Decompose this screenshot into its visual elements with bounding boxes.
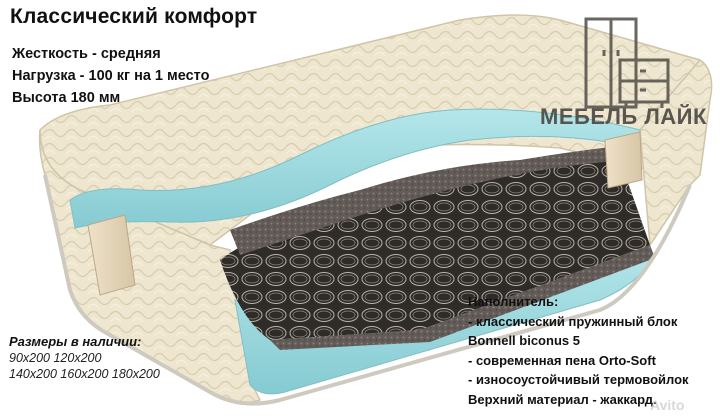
sizes-row: 90x200 120x200	[9, 351, 102, 365]
sizes-row: 140x200 160x200 180x200	[9, 367, 160, 381]
filler-line: - современная пена Orto-Soft	[468, 352, 656, 368]
avito-watermark: Avito	[650, 397, 685, 413]
filler-line: - износоустойчивый термовойлок	[468, 372, 689, 387]
spring-block	[220, 160, 650, 340]
filler-line: Bonnell biconus 5	[468, 333, 580, 348]
sizes-available: Размеры в наличии: 90x200 120x200 140x20…	[9, 333, 160, 382]
brand-logo-furniture-icon	[584, 17, 670, 109]
piping-edge	[43, 174, 692, 406]
spec-load: Нагрузка - 100 кг на 1 место	[12, 68, 210, 84]
spec-height: Высота 180 мм	[12, 90, 121, 106]
side-support-block-right	[604, 131, 643, 189]
sizes-heading: Размеры в наличии:	[9, 334, 142, 349]
spec-list: Жесткость - средняя Нагрузка - 100 кг на…	[12, 43, 209, 109]
side-support-block-left	[87, 214, 136, 296]
bottom-felt-layer	[270, 245, 655, 350]
spec-firmness: Жесткость - средняя	[12, 46, 161, 62]
upper-felt-layer	[230, 145, 630, 255]
filler-heading: Наполнитель:	[468, 294, 559, 309]
brand-name: МЕБЕЛЬ ЛАЙК	[540, 104, 707, 129]
filler-description: Наполнитель: - классический пружинный бл…	[468, 292, 689, 409]
jacquard-right-side	[639, 58, 713, 248]
product-title: Классический комфорт	[10, 5, 258, 28]
filler-line: - классический пружинный блок	[468, 313, 678, 329]
filler-line: Верхний материал - жаккард.	[468, 391, 657, 407]
